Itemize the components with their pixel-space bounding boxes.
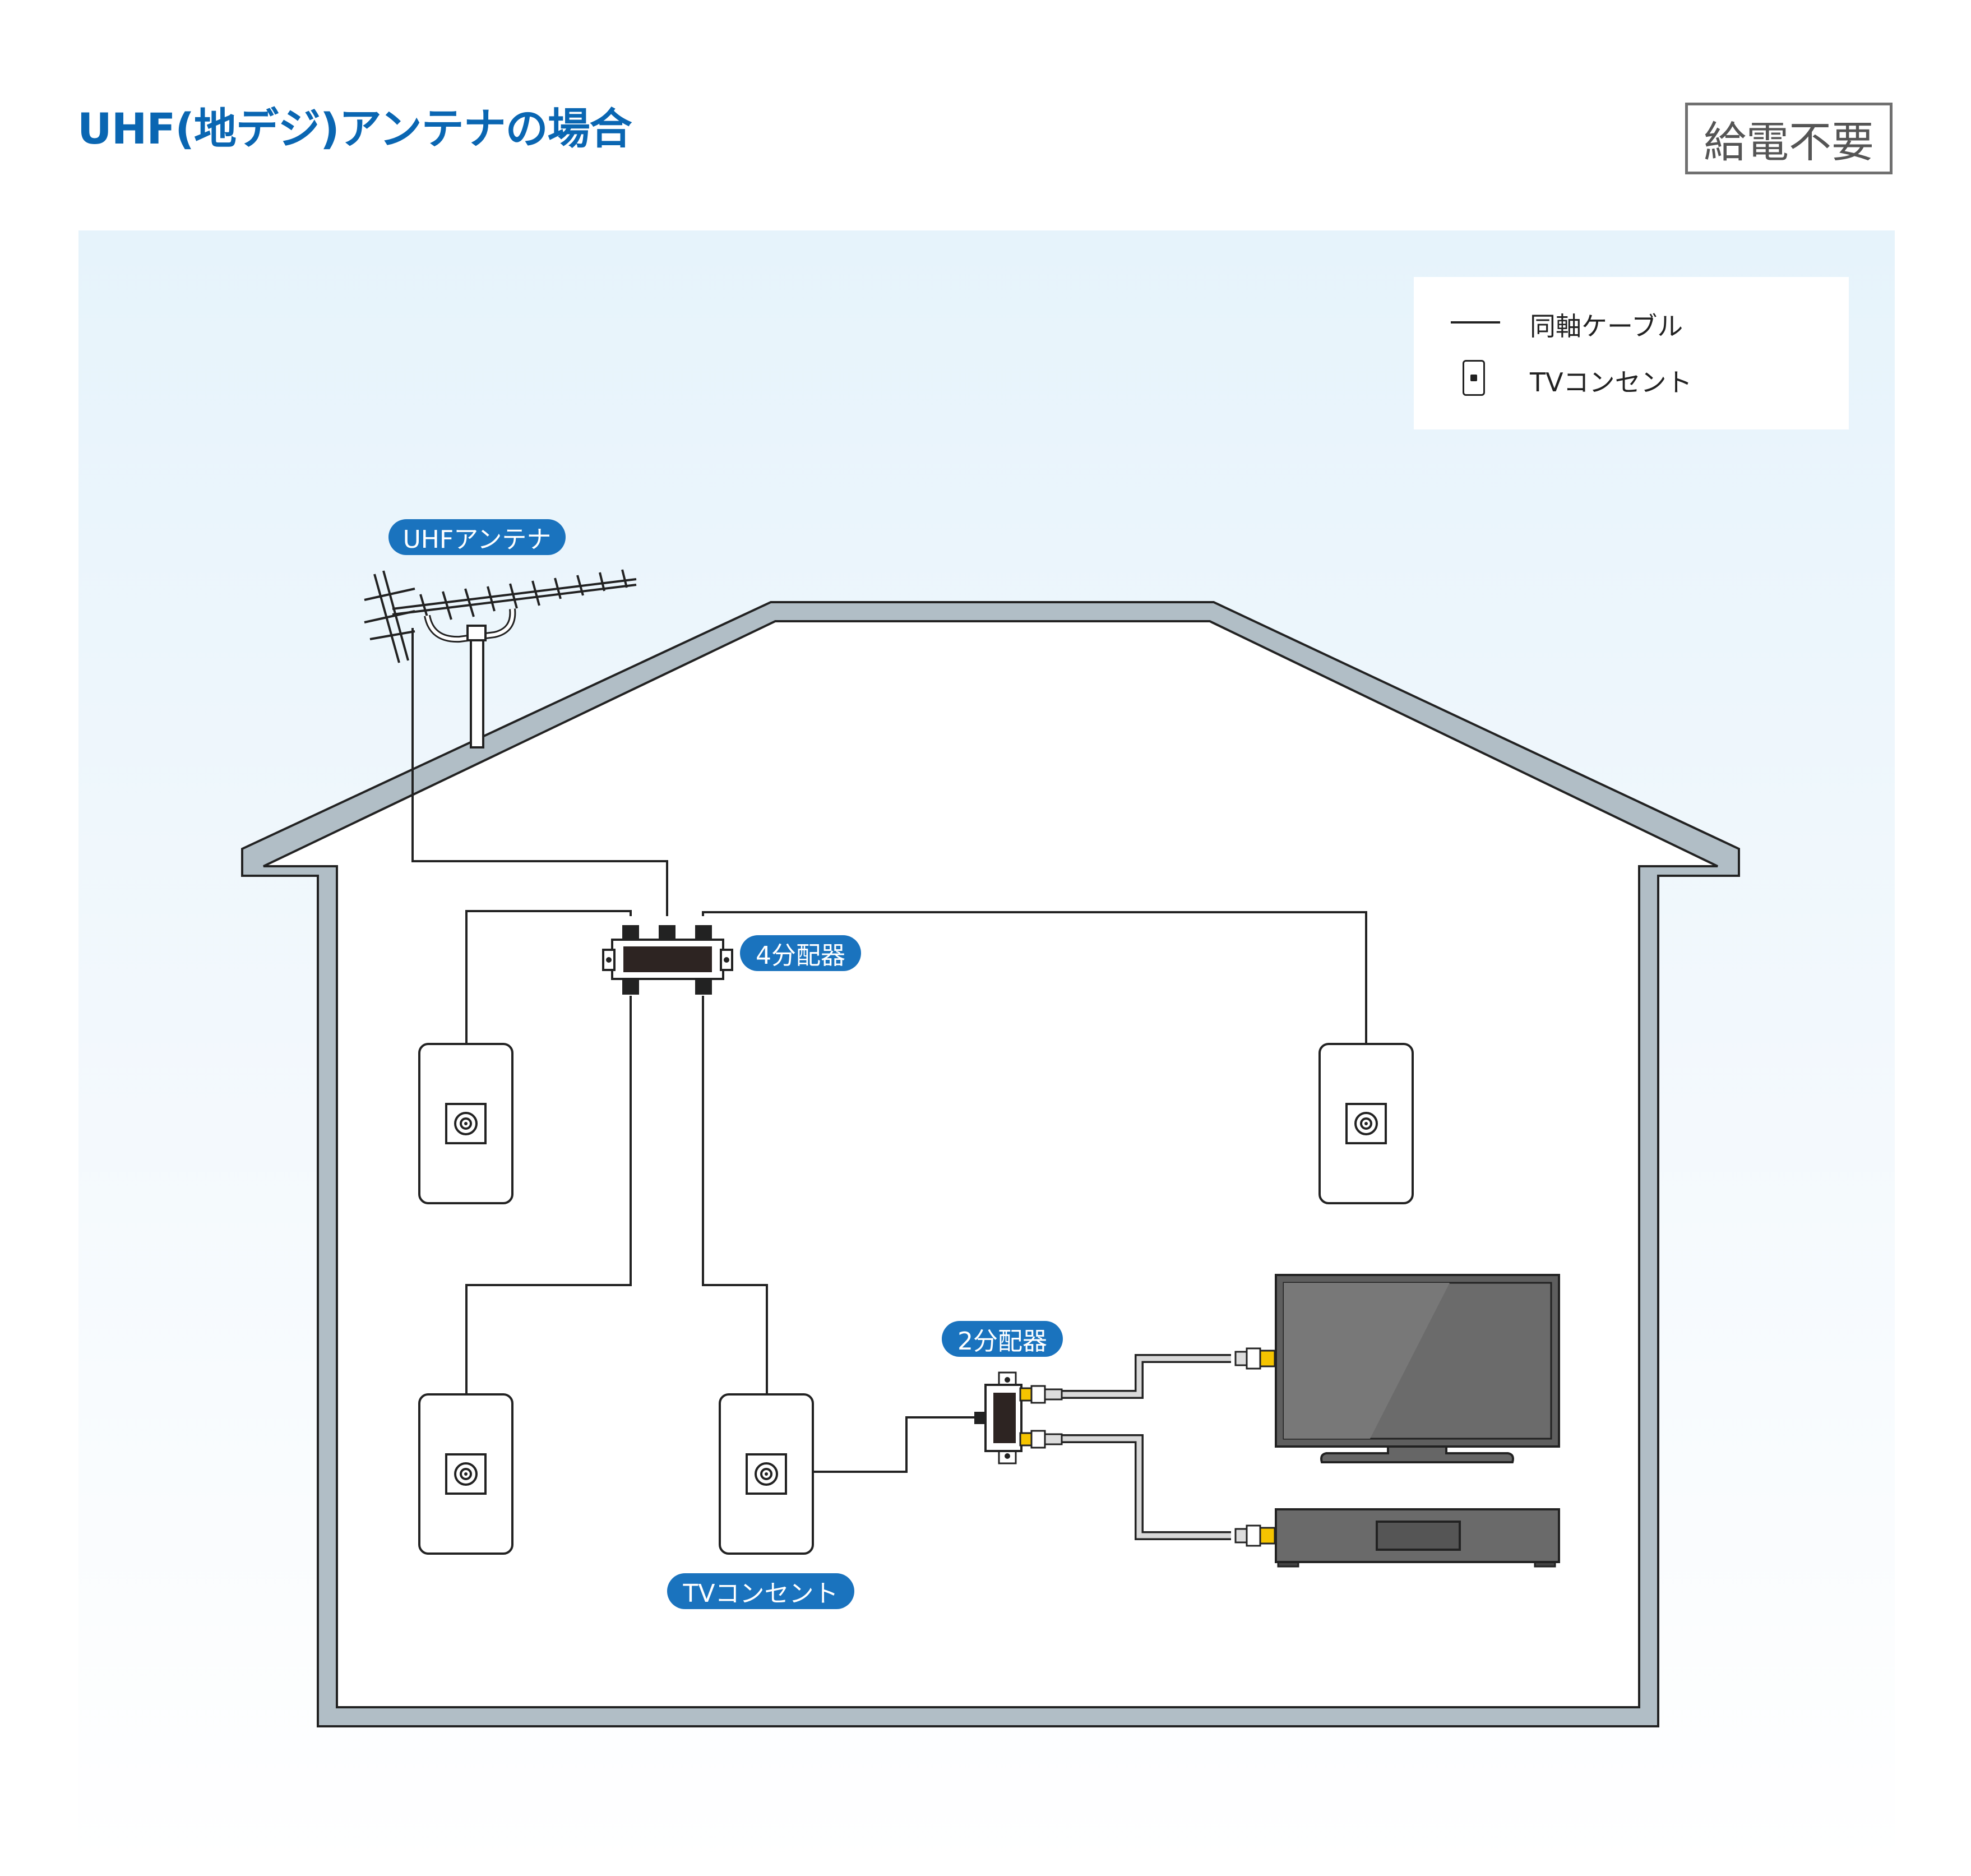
page-title: UHF(地デジ)アンテナの場合 (77, 104, 632, 154)
tv-outlet (1318, 1043, 1414, 1204)
cable-line-icon (1451, 321, 1500, 324)
tv-plug (1234, 1347, 1276, 1370)
uhf-antenna (364, 569, 637, 663)
label-splitter-4way: 4分配器 (740, 935, 861, 971)
thick-cables (1062, 1354, 1231, 1540)
antenna-mast (470, 636, 484, 748)
splitter-2way (974, 1371, 1063, 1464)
television (1275, 1274, 1560, 1463)
legend: 同軸ケーブル TVコンセント (1414, 277, 1849, 429)
legend-row-outlet: TVコンセント (1414, 355, 1849, 400)
legend-label-cable: 同軸ケーブル (1530, 311, 1683, 341)
legend-label-outlet: TVコンセント (1530, 367, 1692, 398)
legend-row-cable: 同軸ケーブル (1414, 299, 1849, 344)
no-power-badge: 給電不要 (1685, 103, 1893, 174)
splitter-4way (602, 925, 733, 995)
recorder (1275, 1508, 1560, 1568)
tv-outlet-icon (1463, 360, 1485, 396)
label-tv-outlet: TVコンセント (667, 1573, 854, 1609)
coax-cables (411, 628, 1367, 1473)
label-uhf-antenna: UHFアンテナ (388, 519, 566, 555)
tv-outlet (418, 1393, 513, 1555)
tv-outlet (719, 1393, 814, 1555)
tv-outlet (418, 1043, 513, 1204)
label-splitter-2way: 2分配器 (942, 1321, 1063, 1357)
recorder-plug (1234, 1524, 1276, 1547)
